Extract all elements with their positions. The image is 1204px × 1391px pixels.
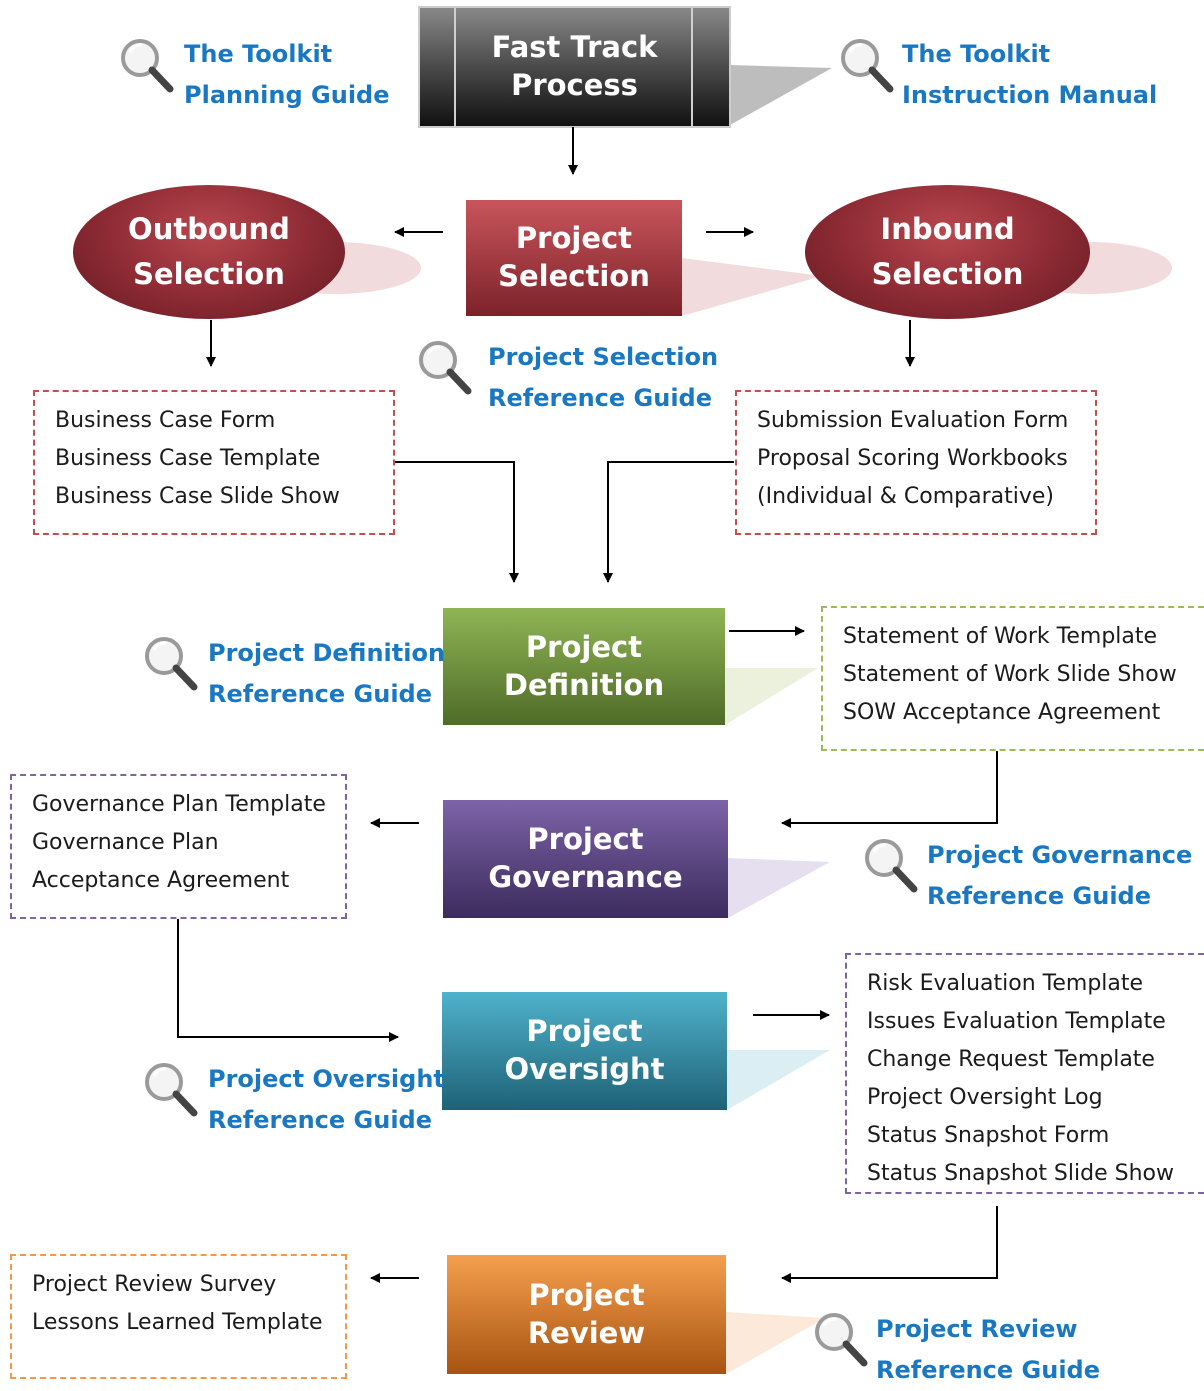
doc-sow-acceptance-agreement[interactable]: SOW Acceptance Agreement — [843, 700, 1161, 725]
guide-planning-line2: Planning Guide — [184, 81, 390, 109]
definition-docs-box: Statement of Work Template Statement of … — [821, 606, 1204, 751]
doc-status-snapshot-form[interactable]: Status Snapshot Form — [867, 1123, 1110, 1148]
doc-governance-acceptance-agreement[interactable]: Acceptance Agreement — [32, 868, 290, 893]
stage-definition-line2: Definition — [503, 667, 665, 702]
doc-risk-evaluation-template[interactable]: Risk Evaluation Template — [867, 971, 1144, 996]
arrow-oversight-docs-to-review — [781, 1206, 998, 1283]
guide-oversight-line2: Reference Guide — [208, 1106, 433, 1134]
guide-selection-line1: Project Selection — [488, 343, 719, 371]
definition-shadow — [725, 668, 818, 725]
stage-fast-track-line2: Process — [511, 68, 638, 102]
stage-governance-line2: Governance — [488, 860, 683, 894]
arrow-governance-docs-to-oversight — [177, 918, 399, 1042]
magnifier-icon — [145, 1063, 198, 1117]
doc-governance-plan[interactable]: Governance Plan — [32, 830, 219, 855]
arrow-definition-docs-to-governance — [781, 751, 998, 828]
stage-oversight-line2: Oversight — [504, 1052, 665, 1086]
doc-statement-of-work-template[interactable]: Statement of Work Template — [843, 624, 1158, 649]
doc-issues-evaluation-template[interactable]: Issues Evaluation Template — [867, 1009, 1166, 1034]
stage-outbound-line1: Outbound — [128, 212, 290, 247]
doc-submission-evaluation-form[interactable]: Submission Evaluation Form — [757, 408, 1069, 433]
magnifier-icon — [841, 39, 894, 93]
business-case-docs-box: Business Case Form Business Case Templat… — [33, 390, 395, 535]
stage-oversight-line1: Project — [526, 1014, 643, 1049]
stage-inbound-line2: Selection — [871, 257, 1024, 291]
doc-lessons-learned-template[interactable]: Lessons Learned Template — [32, 1310, 323, 1335]
oversight-box-fill — [442, 992, 727, 1110]
guide-planning-line1: The Toolkit — [184, 40, 333, 68]
magnifier-icon — [815, 1313, 868, 1367]
doc-change-request-template[interactable]: Change Request Template — [867, 1047, 1155, 1072]
doc-business-case-template[interactable]: Business Case Template — [55, 446, 321, 471]
fast-track-box-fill — [420, 8, 729, 126]
fast-track-box-frame — [418, 6, 731, 128]
doc-governance-plan-template[interactable]: Governance Plan Template — [32, 792, 326, 817]
review-box-fill — [447, 1255, 726, 1374]
guide-oversight-line1: Project Oversight — [208, 1065, 445, 1093]
guide-instruction-line2: Instruction Manual — [902, 81, 1158, 109]
selection-shadow — [682, 258, 822, 316]
review-shadow — [726, 1312, 825, 1374]
stage-definition-line1: Project — [525, 629, 643, 664]
guide-instruction-line1: The Toolkit — [902, 40, 1051, 68]
stage-selection-line2: Selection — [498, 259, 650, 293]
arrow-inbound-docs-to-definition — [603, 461, 734, 583]
magnifier-icon — [121, 39, 174, 93]
stage-review-line2: Review — [527, 1315, 646, 1350]
doc-project-review-survey[interactable]: Project Review Survey — [32, 1272, 277, 1297]
review-docs-box: Project Review Survey Lessons Learned Te… — [10, 1254, 347, 1379]
stage-review-line1: Project — [528, 1277, 645, 1312]
guide-review-line1: Project Review — [876, 1315, 1078, 1343]
governance-box-fill — [443, 800, 728, 918]
selection-box-fill — [466, 200, 682, 316]
magnifier-icon — [865, 839, 918, 893]
guide-governance-line2: Reference Guide — [927, 882, 1152, 910]
doc-business-case-form[interactable]: Business Case Form — [55, 408, 276, 433]
guide-definition-line2: Reference Guide — [208, 680, 433, 708]
inbound-docs-box: Submission Evaluation Form Proposal Scor… — [735, 390, 1097, 535]
doc-proposal-scoring-workbooks[interactable]: Proposal Scoring Workbooks — [757, 446, 1068, 471]
stage-selection-line1: Project — [515, 221, 633, 256]
guide-definition-line1: Project Definition — [208, 639, 446, 667]
doc-business-case-slide-show[interactable]: Business Case Slide Show — [55, 484, 340, 509]
doc-status-snapshot-slide-show[interactable]: Status Snapshot Slide Show — [867, 1161, 1174, 1186]
oversight-docs-box: Risk Evaluation Template Issues Evaluati… — [845, 953, 1204, 1194]
magnifier-icon — [419, 341, 472, 395]
arrow-business-case-to-definition — [395, 461, 519, 583]
magnifier-icon — [145, 637, 198, 691]
stage-fast-track-line1: Fast Track — [491, 30, 658, 65]
fast-track-shadow — [730, 65, 832, 125]
definition-box-fill — [443, 608, 725, 725]
guide-selection-line2: Reference Guide — [488, 384, 713, 412]
doc-project-oversight-log[interactable]: Project Oversight Log — [867, 1085, 1103, 1110]
oversight-shadow — [727, 1050, 830, 1110]
governance-docs-box: Governance Plan Template Governance Plan… — [10, 774, 347, 919]
stage-outbound-line2: Selection — [133, 257, 285, 291]
doc-statement-of-work-slide-show[interactable]: Statement of Work Slide Show — [843, 662, 1177, 687]
stage-governance-line1: Project — [527, 822, 644, 857]
guide-review-line2: Reference Guide — [876, 1356, 1101, 1384]
stage-inbound-line1: Inbound — [880, 212, 1015, 247]
governance-shadow — [728, 858, 830, 918]
doc-proposal-scoring-note: (Individual & Comparative) — [757, 484, 1054, 509]
guide-governance-line1: Project Governance — [927, 841, 1193, 869]
